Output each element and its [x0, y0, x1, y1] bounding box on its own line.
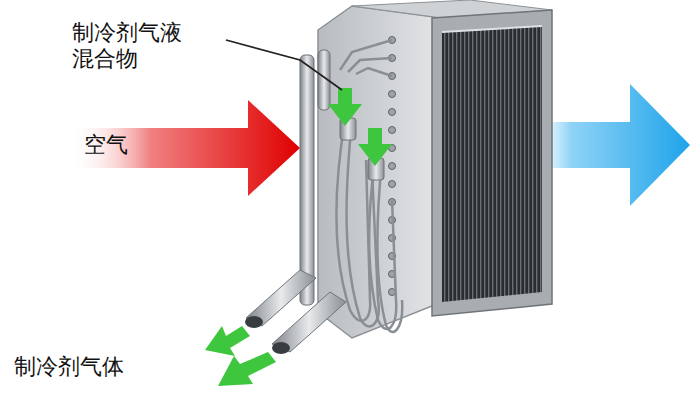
- air-in-arrow: [70, 100, 300, 196]
- pipe-end: [245, 316, 263, 328]
- coil-frame: [432, 10, 552, 316]
- refrigerant-mix-label: 制冷剂气液 混合物: [72, 20, 189, 73]
- frame-edge: [442, 26, 542, 32]
- air-label: 空气: [84, 132, 128, 158]
- coil-fins: [442, 26, 542, 302]
- pipe-end: [272, 342, 290, 354]
- refrigerant-out-arrows: [205, 326, 276, 386]
- refrigerant-gas-label: 制冷剂气体: [14, 354, 124, 380]
- header-pipe: [300, 55, 314, 305]
- distributor-tubes: [336, 40, 402, 332]
- refrigerant-in-arrows: [328, 88, 392, 166]
- leader-line: [226, 40, 342, 90]
- coil-side-panel: [318, 6, 442, 338]
